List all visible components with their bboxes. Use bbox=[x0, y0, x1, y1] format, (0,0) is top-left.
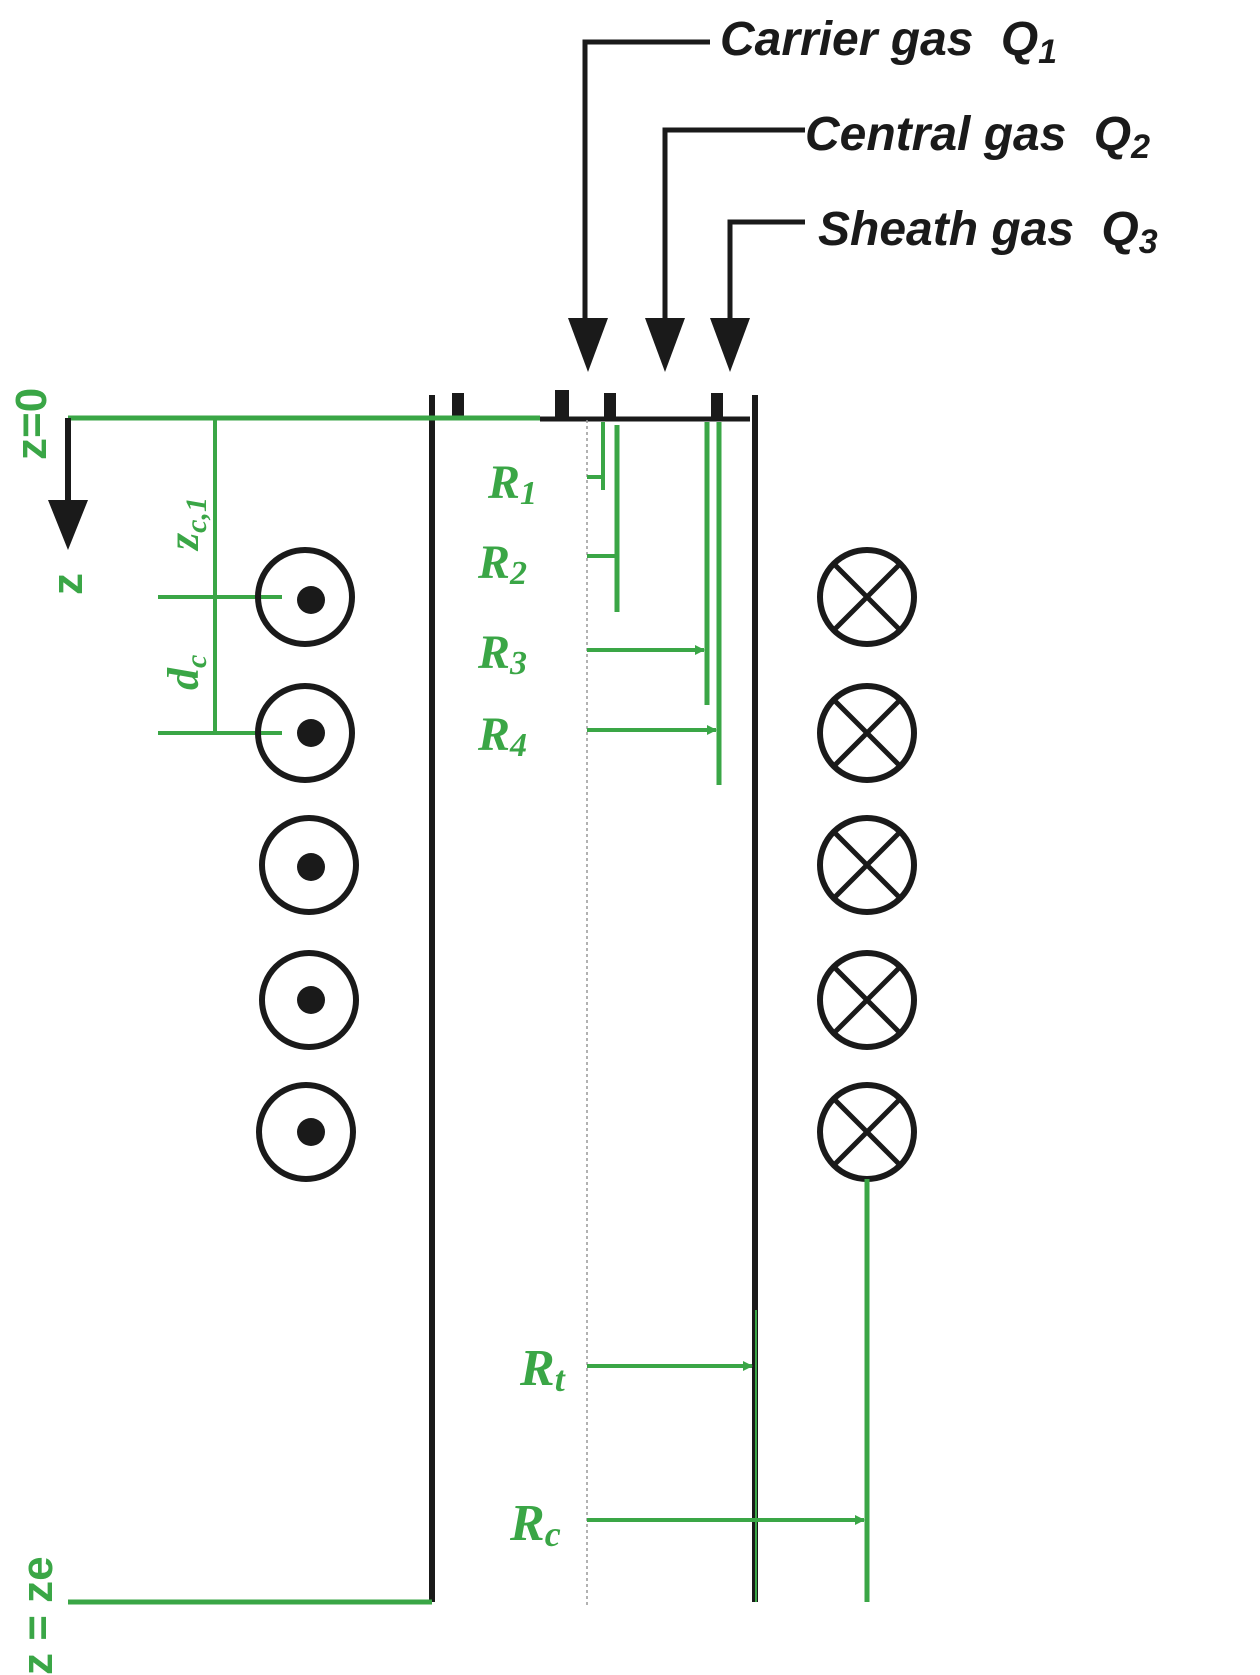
z-end-label: z = ze bbox=[13, 1556, 62, 1675]
current-out-of-page-icon bbox=[255, 683, 355, 783]
current-out-of-page-icon bbox=[255, 547, 355, 647]
arrow-down-icon bbox=[645, 318, 685, 372]
z-origin-label: z=0 bbox=[7, 388, 56, 460]
radius-r1: R1 bbox=[487, 456, 603, 512]
current-into-page-icon bbox=[817, 815, 917, 915]
gas-inlet-sheath: Sheath gas Q3 bbox=[710, 203, 1158, 372]
arrow-down-icon bbox=[48, 500, 88, 550]
current-out-of-page-icon bbox=[259, 815, 359, 915]
z-axis: z=0 z bbox=[7, 388, 540, 595]
coil-pitch-label: dc bbox=[159, 655, 213, 690]
radius-r1-label: R1 bbox=[487, 456, 537, 512]
first-coil-position-label: zc,1 bbox=[159, 497, 213, 552]
right-coils bbox=[817, 547, 917, 1182]
svg-text:Carrier gas Q1: Carrier gas Q1 bbox=[720, 13, 1057, 71]
gas-inlet-carrier: Carrier gas Q1 bbox=[568, 13, 1057, 372]
current-into-page-icon bbox=[817, 547, 917, 647]
z-end-marker: z = ze bbox=[13, 1556, 432, 1675]
radius-r3: R3 bbox=[477, 626, 705, 682]
left-coils bbox=[255, 547, 359, 1182]
radius-r3-label: R3 bbox=[477, 626, 527, 682]
radius-rt-label: Rt bbox=[519, 1340, 566, 1399]
current-out-of-page-icon bbox=[256, 1082, 356, 1182]
svg-text:Sheath gas Q3: Sheath gas Q3 bbox=[818, 203, 1158, 261]
radius-r2-label: R2 bbox=[477, 536, 527, 592]
arrow-down-icon bbox=[710, 318, 750, 372]
gas-inlet-central: Central gas Q2 bbox=[645, 108, 1150, 372]
current-into-page-icon bbox=[817, 1082, 917, 1182]
current-into-page-icon bbox=[817, 950, 917, 1050]
z-axis-label: z bbox=[43, 573, 92, 595]
inner-tubes bbox=[601, 422, 870, 1602]
radius-rc: Rc bbox=[509, 1495, 865, 1554]
radius-rc-label: Rc bbox=[509, 1495, 561, 1554]
svg-text:Central gas Q2: Central gas Q2 bbox=[805, 108, 1150, 166]
radius-r2: R2 bbox=[477, 536, 617, 592]
radius-r4-label: R4 bbox=[477, 708, 527, 764]
current-out-of-page-icon bbox=[259, 950, 359, 1050]
current-into-page-icon bbox=[817, 683, 917, 783]
radius-r4: R4 bbox=[477, 708, 717, 764]
arrow-down-icon bbox=[568, 318, 608, 372]
radius-rt: Rt bbox=[519, 1340, 753, 1399]
coil-spacing-dimension: zc,1 dc bbox=[158, 418, 282, 735]
